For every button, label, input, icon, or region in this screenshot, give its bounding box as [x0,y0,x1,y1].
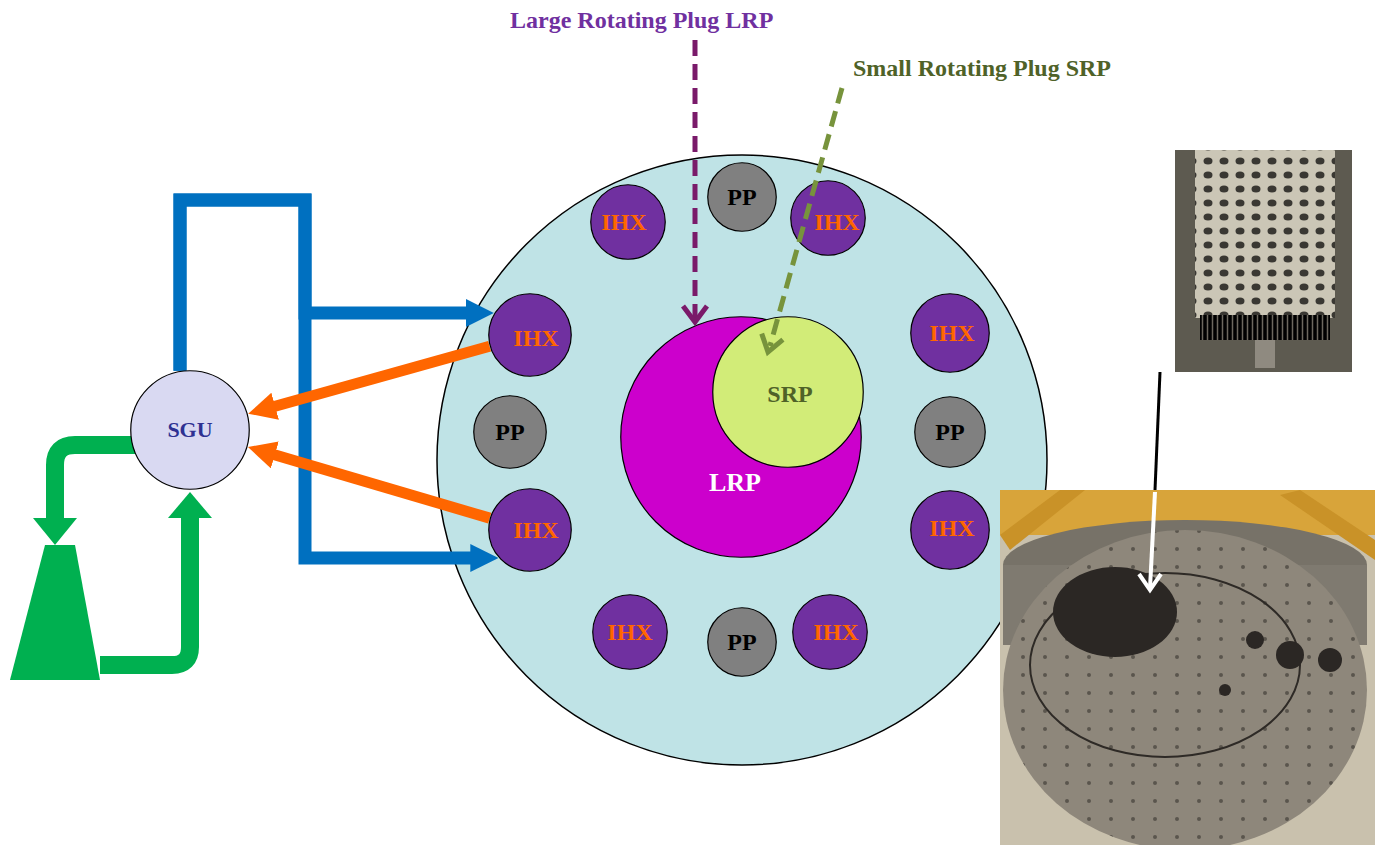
circle-shape [474,396,547,469]
small-plug-circle: SRP [712,316,864,468]
turbine-symbol [10,545,100,680]
circle-shape [911,491,990,570]
circle-shape [131,371,250,490]
steam-line [55,445,135,520]
lrp-leader [693,40,698,320]
node-label: PP [727,184,756,210]
plug-photo-bottom [1000,490,1375,845]
circle-shape [591,185,666,260]
large-plug-circle: LRP SRP [620,316,862,558]
node-label: IHX [929,515,974,541]
pump-circle: PP [707,607,777,677]
photo-pointer [1150,492,1155,588]
steam-generator-circle: SGU [130,370,250,490]
srp-leader-head [762,334,783,352]
heat-exchanger-circle: IHX [792,594,868,670]
node-label: IHX [513,325,558,351]
node-label: IHX [929,320,974,346]
heat-exchanger-circle: IHX [910,293,990,373]
photo-link-line [1155,372,1160,490]
node-label: PP [727,629,756,655]
feedwater-arrowhead [168,492,212,518]
heat-exchanger-circle: IHX [790,180,866,256]
circle-shape [708,608,777,677]
coolant-feed-pipe [267,346,490,408]
steam-arrowhead [33,518,77,545]
title-label: Small Rotating Plug SRP [853,55,1111,81]
pump-circle: PP [914,396,986,468]
heat-exchanger-circle: IHX [488,293,572,377]
circle-shape [713,317,864,468]
heat-exchanger-circle: IHX [590,184,666,260]
coolant-return-pipe [180,200,474,371]
lrp-leader-head [683,306,707,322]
pump-circle: PP [473,395,547,469]
photo-pointer-head [1139,574,1161,590]
heat-exchanger-circle: IHX [488,488,572,572]
plug-photo-top [1175,150,1352,372]
node-label: IHX [513,517,558,543]
node-label: LRP [709,469,761,498]
heat-exchanger-circle: IHX [592,594,668,670]
srp-leader [770,88,842,346]
circle-shape [593,595,668,670]
node-label: PP [495,419,524,445]
title-label: Large Rotating Plug LRP [510,7,773,33]
reactor-vessel [437,155,1047,765]
node-label: SRP [767,381,812,407]
circle-shape [915,397,986,468]
circle-shape [708,163,777,232]
circle-shape [793,595,868,670]
circle-shape [911,294,990,373]
feedwater-line [100,516,190,665]
circle-shape [489,489,572,572]
node-label: IHX [601,209,646,235]
circle-shape [791,181,866,256]
node-label: IHX [814,209,859,235]
node-label: IHX [607,619,652,645]
node-label: PP [935,419,964,445]
node-label: IHX [813,619,858,645]
coolant-feed-pipe [267,453,490,519]
circle-shape [489,294,572,377]
node-label: SGU [167,418,212,442]
pump-circle: PP [707,162,777,232]
heat-exchanger-circle: IHX [910,490,990,570]
